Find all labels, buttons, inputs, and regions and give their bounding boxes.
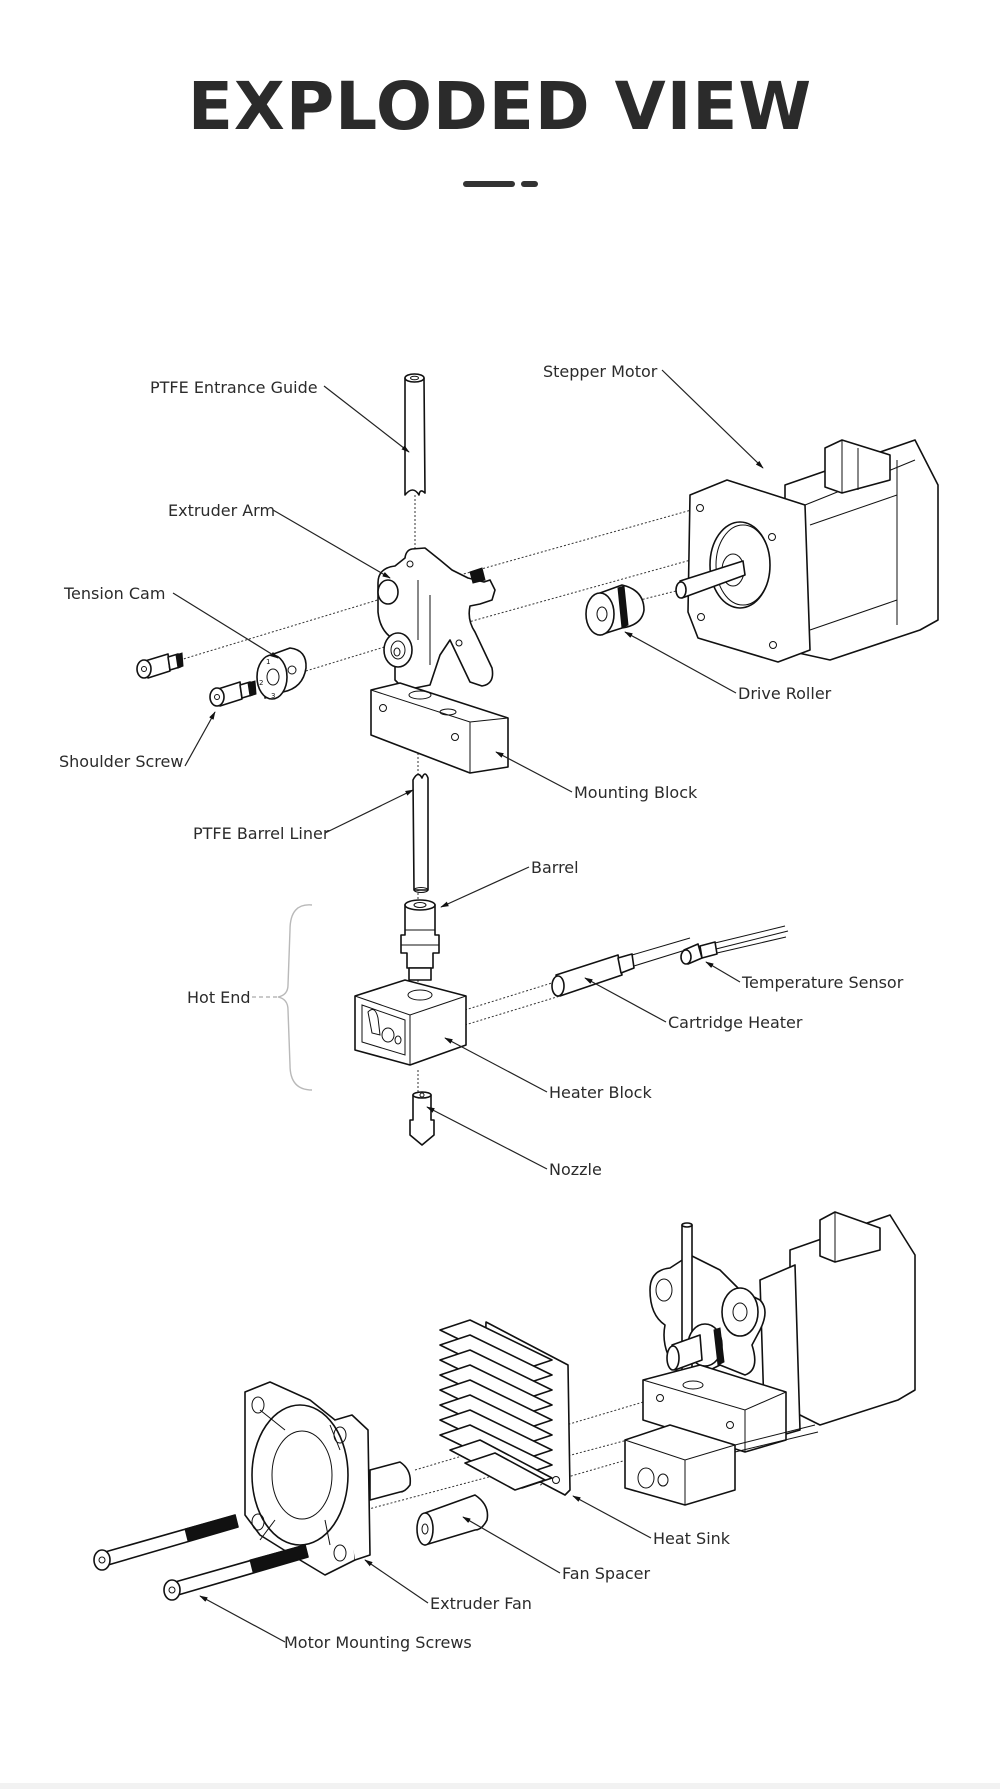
label-heat-sink: Heat Sink [653,1529,731,1548]
heater-block-part [354,979,467,1066]
title-underline-long [463,181,515,187]
label-fan-spacer: Fan Spacer [562,1564,651,1583]
label-ptfe-barrel-liner: PTFE Barrel Liner [193,824,330,843]
heat-sink-part [439,1319,571,1496]
label-stepper-motor: Stepper Motor [543,362,658,381]
shoulder-screw-lower-part [209,680,257,707]
temperature-sensor-part [680,925,789,965]
tension-cam-mark-1: 1 [266,658,270,666]
label-hot-end: Hot End [187,988,251,1007]
mounting-block-part [370,682,509,774]
label-tension-cam: Tension Cam [63,584,165,603]
barrel-part [400,899,440,981]
label-heater-block: Heater Block [549,1083,652,1102]
drive-roller-part [585,584,645,636]
extruder-arm-part [377,547,496,691]
label-cartridge-heater: Cartridge Heater [668,1013,803,1032]
label-motor-mounting-screws: Motor Mounting Screws [284,1633,472,1652]
label-barrel: Barrel [531,858,579,877]
shoulder-screw-upper-part [136,652,184,679]
label-extruder-arm: Extruder Arm [168,501,275,520]
label-nozzle: Nozzle [549,1160,602,1179]
motor-mounting-screw-upper-part [93,1514,239,1571]
leader-lines [172,369,764,1643]
tension-cam-mark-2: 2 [259,679,263,687]
title-underline-short [521,181,538,187]
hot-end-brace [277,904,313,1091]
nozzle-part [409,1091,435,1146]
ptfe-barrel-liner-part [412,773,429,893]
label-ptfe-entrance-guide: PTFE Entrance Guide [150,378,318,397]
label-extruder-fan: Extruder Fan [430,1594,532,1613]
tension-cam-part: 1 2 3 [256,647,307,700]
label-drive-roller: Drive Roller [738,684,832,703]
footer-divider [0,1783,1000,1789]
page-title: EXPLODED VIEW [187,68,813,145]
stepper-motor-part [675,439,939,663]
label-shoulder-screw: Shoulder Screw [59,752,183,771]
assembled-extruder-part [624,1211,916,1506]
tension-cam-mark-3: 3 [271,692,275,700]
label-temperature-sensor: Temperature Sensor [741,973,904,992]
fan-spacer-part [416,1494,489,1546]
motor-mounting-screw-lower-part [163,1544,309,1601]
cartridge-heater-part [551,937,693,997]
label-mounting-block: Mounting Block [574,783,698,802]
ptfe-entrance-guide-part [404,373,426,496]
extruder-fan-part [244,1381,412,1576]
